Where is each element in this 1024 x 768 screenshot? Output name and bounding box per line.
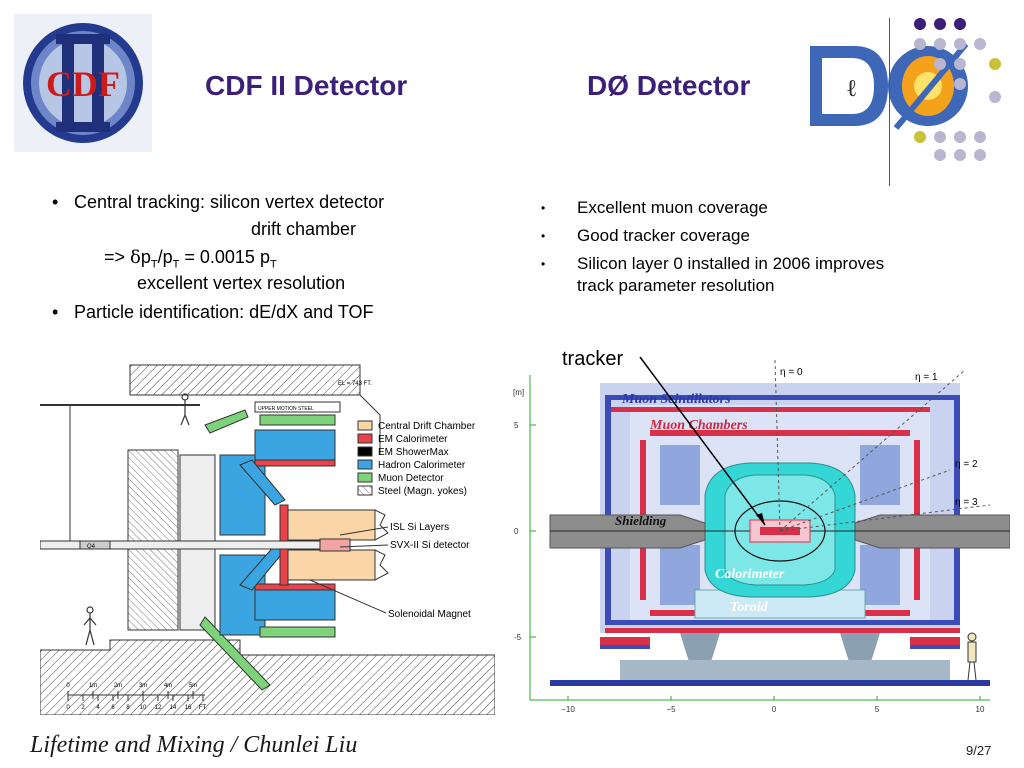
cdf-legend: Central Drift Chamber EM Calorimeter EM Sh… [357,420,476,497]
right-bullet-2-text: Good tracker coverage [577,226,750,245]
tracker-label: tracker [562,348,623,370]
solenoid-callout: Solenoidal Magnet [388,609,471,620]
left-bullet-2: •Particle identification: dE/dX and TOF [52,302,374,322]
cdf-q4-label: Q4 [87,544,96,550]
formula-sub-t1: T [150,258,158,271]
eta-0: η = 0 [780,367,803,378]
left-bullet-1-cont: drift chamber [251,219,357,239]
cdf-title: CDF II Detector [205,70,408,101]
cdf-logo-text: CDF [46,64,120,104]
scale-m-label: 4m [164,683,172,689]
left-bullet-2-text: Particle identification: dE/dX and TOF [74,302,374,322]
cdf-detector-figure: EL = 743 FT. UPPER MOTION STEEL [39,355,496,716]
scale-ft-label: FT. [199,705,208,711]
right-bullet-2: •Good tracker coverage [541,226,750,245]
legend-label: EM ShowerMax [378,447,449,458]
cdf-scale-bar: 0 1m 2m 3m 4m 5m 0 2 4 6 8 10 12 14 16 FT. [66,683,207,711]
scale-m-label: 1m [89,683,97,689]
d0-x-tick: 10 [976,705,985,714]
scale-m-label: 3m [139,683,147,689]
d0-y-unit: [m] [513,388,524,397]
scale-ft-label: 0 [66,705,70,711]
muon-chambers-label: Muon Chambers [649,418,748,433]
eta-3: η = 3 [955,497,978,508]
legend-swatch [357,472,373,483]
d0-x-tick: −10 [561,705,575,714]
formula-slash: /p [157,247,173,267]
legend-label: Steel (Magn. yokes) [378,486,467,497]
left-bullet-1-res: excellent vertex resolution [137,273,346,293]
scale-ft-label: 16 [185,705,192,711]
left-formula: => δpT/pT = 0.0015 pT [104,246,277,276]
calorimeter-label: Calorimeter [715,567,785,582]
svx-callout: SVX-II Si detector [390,540,470,551]
scale-ft-label: 10 [140,705,147,711]
legend-label: Hadron Calorimeter [378,460,466,471]
scale-m-label: 5m [189,683,197,689]
legend-swatch [357,485,373,496]
d0-logo: ℓ [806,40,986,132]
scale-ft-label: 2 [81,705,85,711]
d0-y-tick: -5 [514,633,522,642]
isl-callout: ISL Si Layers [390,522,449,533]
legend-label: Central Drift Chamber [378,421,476,432]
legend-swatch [357,459,373,470]
eta-2: η = 2 [955,459,978,470]
right-bullet-1-text: Excellent muon coverage [577,198,768,217]
formula-prefix: => [104,247,131,267]
divider-line [889,18,890,186]
d0-x-tick: 5 [875,705,880,714]
right-bullet-3-cont: track parameter resolution [577,276,775,295]
scale-ft-label: 4 [96,705,100,711]
legend-label: Muon Detector [378,473,444,484]
left-bullet-1: •Central tracking: silicon vertex detect… [52,192,385,212]
left-bullet-1-text: Central tracking: silicon vertex detecto… [74,192,385,212]
d0-detector-figure: [m] 5 0 -5 −10 −5 0 5 10 [510,345,1011,720]
cdf-el-label: EL = 743 FT. [338,381,372,387]
right-bullet-3-text: Silicon layer 0 installed in 2006 improv… [577,254,885,273]
scale-m-label: 0 [66,683,70,689]
legend-swatch [357,420,373,431]
scale-ft-label: 12 [155,705,162,711]
svg-text:ℓ: ℓ [846,76,858,102]
formula-sub-t2: T [172,258,180,271]
d0-title: DØ Detector [587,70,751,101]
cdf-logo: CDF [14,14,152,152]
cdf-upper-label: UPPER MOTION STEEL [258,406,314,412]
shielding-label: Shielding [615,513,667,528]
legend-swatch [357,433,373,444]
formula-eq: = 0.0015 p [179,247,270,267]
scale-m-label: 2m [114,683,122,689]
legend-swatch [357,446,373,457]
right-bullet-1: •Excellent muon coverage [541,198,768,217]
scale-ft-label: 14 [170,705,177,711]
d0-x-tick: 0 [772,705,777,714]
formula-p: p [140,247,151,267]
footer-text: Lifetime and Mixing / Chunlei Liu [30,732,358,758]
d0-x-tick: −5 [666,705,676,714]
scale-ft-label: 6 [111,705,115,711]
formula-sub-t3: T [269,258,277,271]
page-number: 9/27 [966,743,992,758]
d0-y-tick: 0 [514,527,519,536]
scale-ft-label: 8 [126,705,130,711]
muon-scint-label: Muon Scintillators [621,392,731,407]
formula-delta: δ [130,247,141,268]
toroid-label: Toroid [730,600,769,615]
decorative-dots [914,18,1001,161]
right-bullet-3: •Silicon layer 0 installed in 2006 impro… [541,254,885,273]
eta-1: η = 1 [915,372,938,383]
legend-label: EM Calorimeter [378,434,448,445]
d0-y-tick: 5 [514,421,519,430]
